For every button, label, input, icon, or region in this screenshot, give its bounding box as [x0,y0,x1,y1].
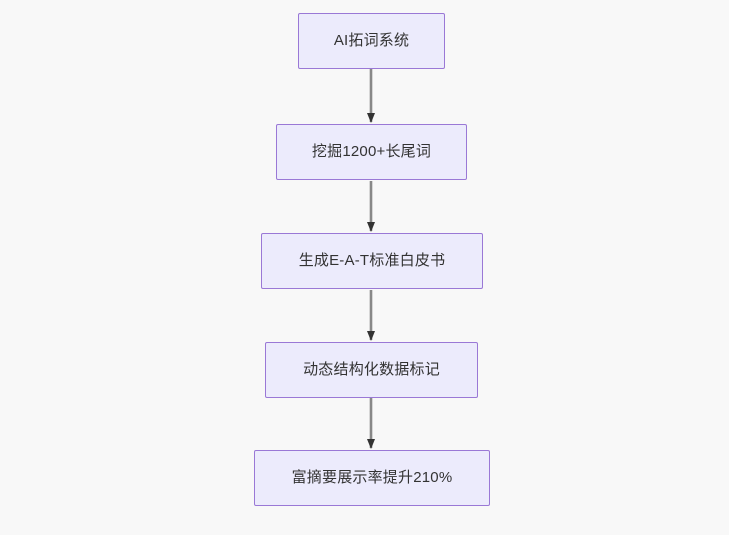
flow-node-label: 生成E-A-T标准白皮书 [298,252,446,269]
flow-node-rich-snippet-impression-lift[interactable]: 富摘要展示率提升210% [254,450,490,506]
flow-node-dynamic-structured-data-markup[interactable]: 动态结构化数据标记 [265,342,478,398]
flow-node-label: AI拓词系统 [333,32,410,49]
flow-node-label: 富摘要展示率提升210% [291,469,453,486]
flow-node-label: 动态结构化数据标记 [303,361,440,378]
flow-node-ai-keyword-system[interactable]: AI拓词系统 [298,13,445,69]
flow-node-label: 挖掘1200+长尾词 [311,143,432,160]
flow-node-mine-longtail-keywords[interactable]: 挖掘1200+长尾词 [276,124,467,180]
flow-node-generate-eat-whitepaper[interactable]: 生成E-A-T标准白皮书 [261,233,483,289]
